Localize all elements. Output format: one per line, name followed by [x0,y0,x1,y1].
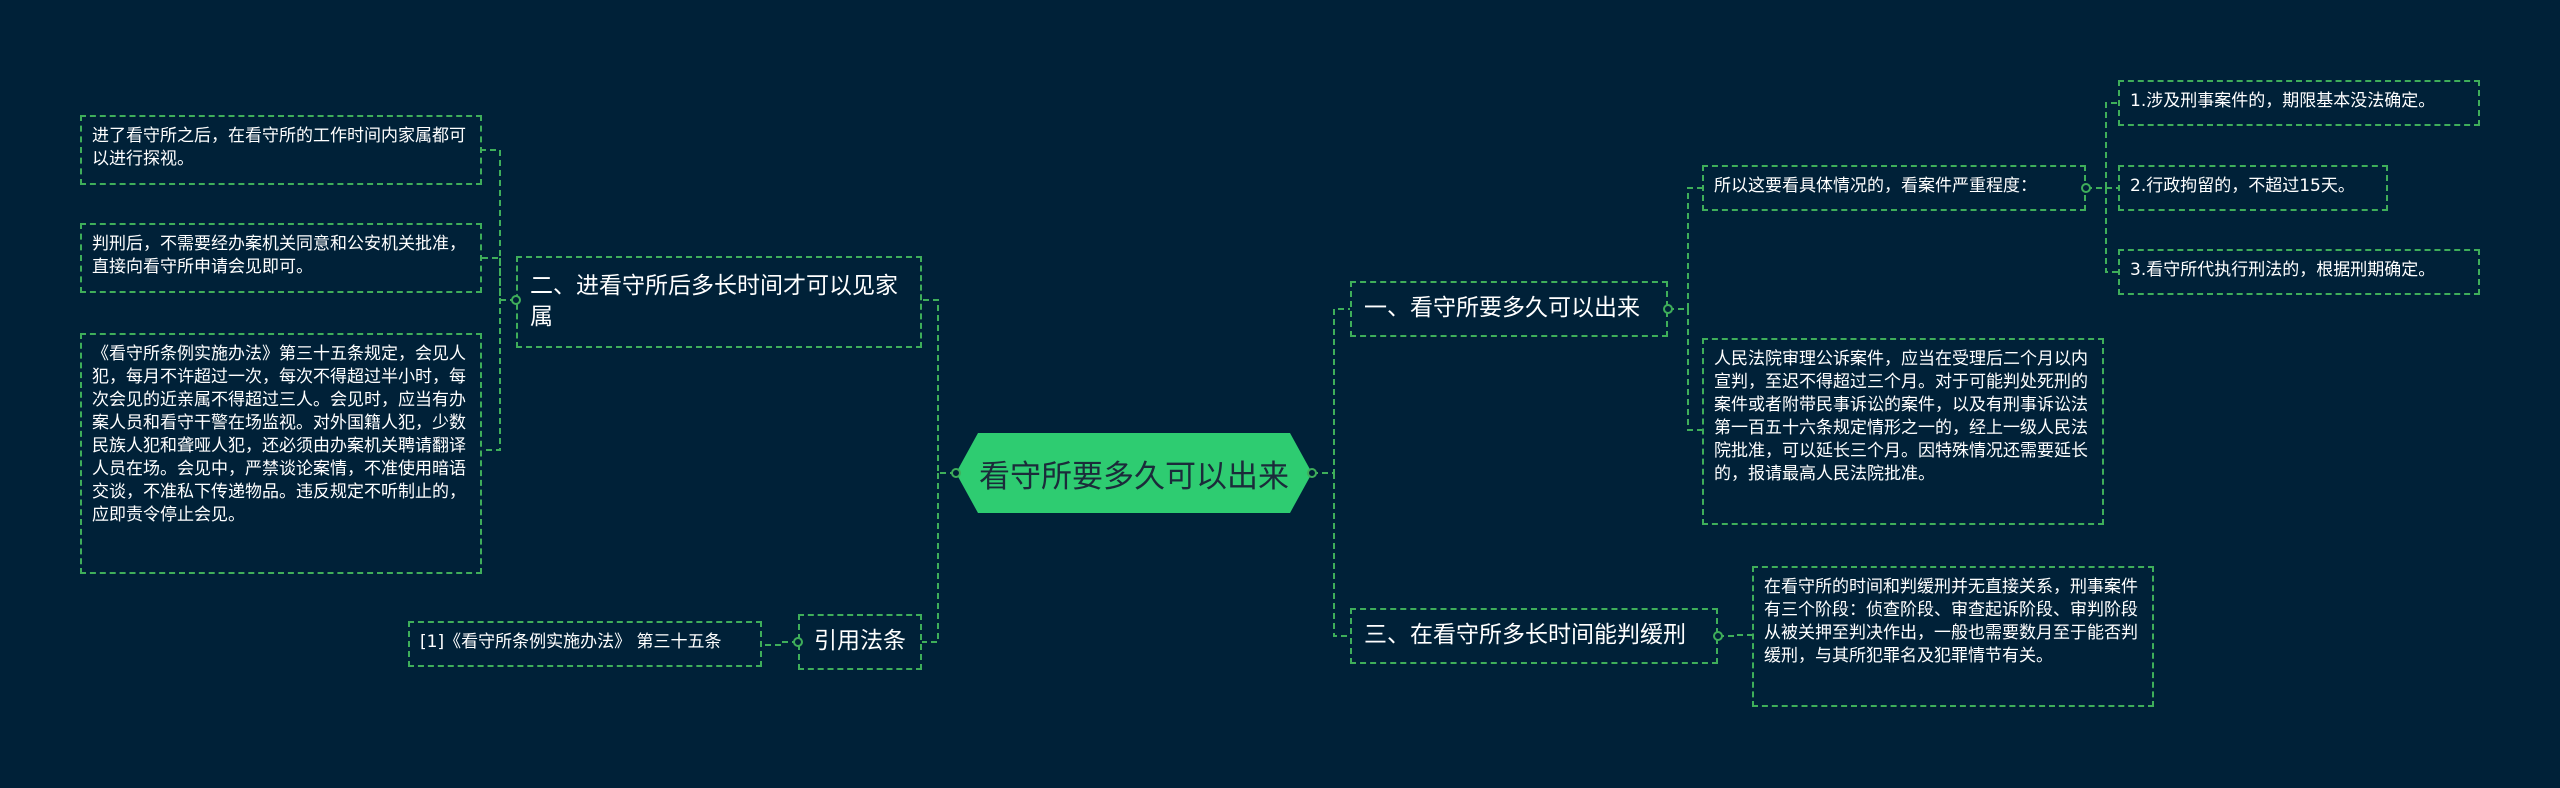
connector-dot [2081,183,2091,193]
root-node[interactable]: 看守所要多久可以出来 [956,433,1312,513]
leaf-visit-hours-text: 进了看守所之后，在看守所的工作时间内家属都可以进行探视。 [92,126,466,169]
leaf-visit-regulation-text: 《看守所条例实施办法》第三十五条规定，会见人犯，每月不许超过一次，每次不得超过半… [92,344,466,525]
connector-dot [1713,631,1723,641]
leaf-visit-hours[interactable]: 进了看守所之后，在看守所的工作时间内家属都可以进行探视。 [80,115,482,185]
leaf-court-deadline[interactable]: 人民法院审理公诉案件，应当在受理后二个月以内宣判，至迟不得超过三个月。对于可能判… [1702,338,2104,525]
leaf-visit-after-sentence-text: 判刑后，不需要经办案机关同意和公安机关批准，直接向看守所申请会见即可。 [92,234,466,277]
branch-references-label: 引用法条 [814,628,906,655]
branch-probation[interactable]: 三、在看守所多长时间能判缓刑 [1350,608,1718,664]
branch-release-time-label: 一、看守所要多久可以出来 [1364,295,1640,322]
connector-dot [1663,304,1673,314]
leaf-admin-detention-text: 2.行政拘留的，不超过15天。 [2130,176,2355,196]
leaf-criminal-case-text: 1.涉及刑事案件的，期限基本没法确定。 [2130,91,2436,111]
branch-visit-family[interactable]: 二、进看守所后多长时间才可以见家属 [516,256,922,348]
branch-probation-label: 三、在看守所多长时间能判缓刑 [1364,622,1686,649]
leaf-probation-detail[interactable]: 在看守所的时间和判缓刑并无直接关系，刑事案件有三个阶段：侦查阶段、审查起诉阶段、… [1752,566,2154,707]
branch-visit-family-label: 二、进看守所后多长时间才可以见家属 [530,272,898,330]
connector-dot [951,468,961,478]
branch-release-time[interactable]: 一、看守所要多久可以出来 [1350,281,1668,337]
leaf-sentence-term-text: 3.看守所代执行刑法的，根据刑期确定。 [2130,260,2436,280]
leaf-sentence-term[interactable]: 3.看守所代执行刑法的，根据刑期确定。 [2118,249,2480,295]
leaf-visit-regulation[interactable]: 《看守所条例实施办法》第三十五条规定，会见人犯，每月不许超过一次，每次不得超过半… [80,333,482,574]
node-severity[interactable]: 所以这要看具体情况的，看案件严重程度： [1702,165,2086,211]
connector-dot [511,295,521,305]
node-severity-text: 所以这要看具体情况的，看案件严重程度： [1714,176,2037,196]
connector-dot [1307,468,1317,478]
branch-references[interactable]: 引用法条 [798,614,922,670]
leaf-court-deadline-text: 人民法院审理公诉案件，应当在受理后二个月以内宣判，至迟不得超过三个月。对于可能判… [1714,349,2088,484]
connector-dot [793,637,803,647]
leaf-admin-detention[interactable]: 2.行政拘留的，不超过15天。 [2118,165,2388,211]
leaf-visit-after-sentence[interactable]: 判刑后，不需要经办案机关同意和公安机关批准，直接向看守所申请会见即可。 [80,223,482,293]
leaf-criminal-case[interactable]: 1.涉及刑事案件的，期限基本没法确定。 [2118,80,2480,126]
leaf-probation-detail-text: 在看守所的时间和判缓刑并无直接关系，刑事案件有三个阶段：侦查阶段、审查起诉阶段、… [1764,577,2138,666]
leaf-reference-1-text: [1]《看守所条例实施办法》 第三十五条 [420,632,722,652]
root-label: 看守所要多久可以出来 [979,458,1289,495]
leaf-reference-1[interactable]: [1]《看守所条例实施办法》 第三十五条 [408,621,762,667]
